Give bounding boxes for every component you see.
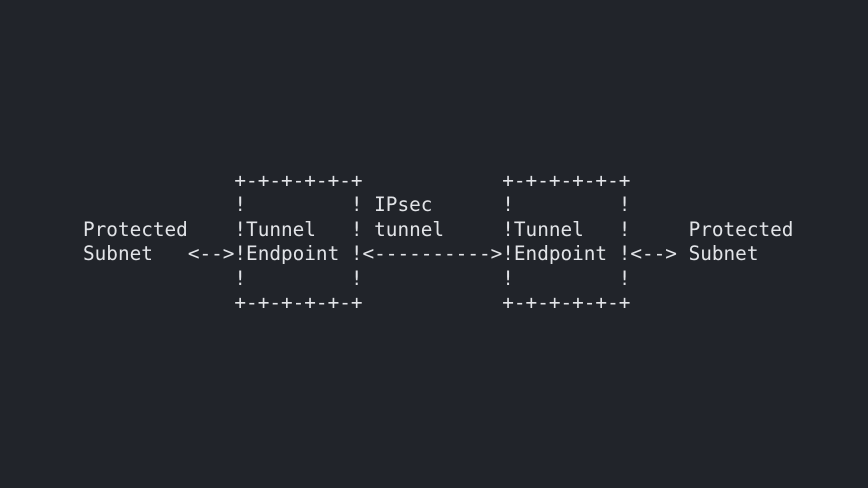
diagram-line-ipsec-label: ! ! IPsec ! ! [83, 193, 631, 217]
diagram-line-top-borders: +-+-+-+-+-+ +-+-+-+-+-+ [83, 169, 631, 192]
diagram-line-tunnel-labels: Protected !Tunnel ! tunnel !Tunnel ! Pro… [83, 217, 794, 241]
ipsec-tunnel-ascii-diagram: +-+-+-+-+-+ +-+-+-+-+-+ ! ! IPsec ! !Pro… [83, 169, 793, 315]
diagram-line-endpoints-arrows: Subnet <-->!Endpoint !<---------->!Endpo… [83, 242, 759, 266]
diagram-line-bottom-borders: +-+-+-+-+-+ +-+-+-+-+-+ [83, 291, 631, 315]
diagram-line-box-sides: ! ! ! ! [83, 266, 631, 290]
